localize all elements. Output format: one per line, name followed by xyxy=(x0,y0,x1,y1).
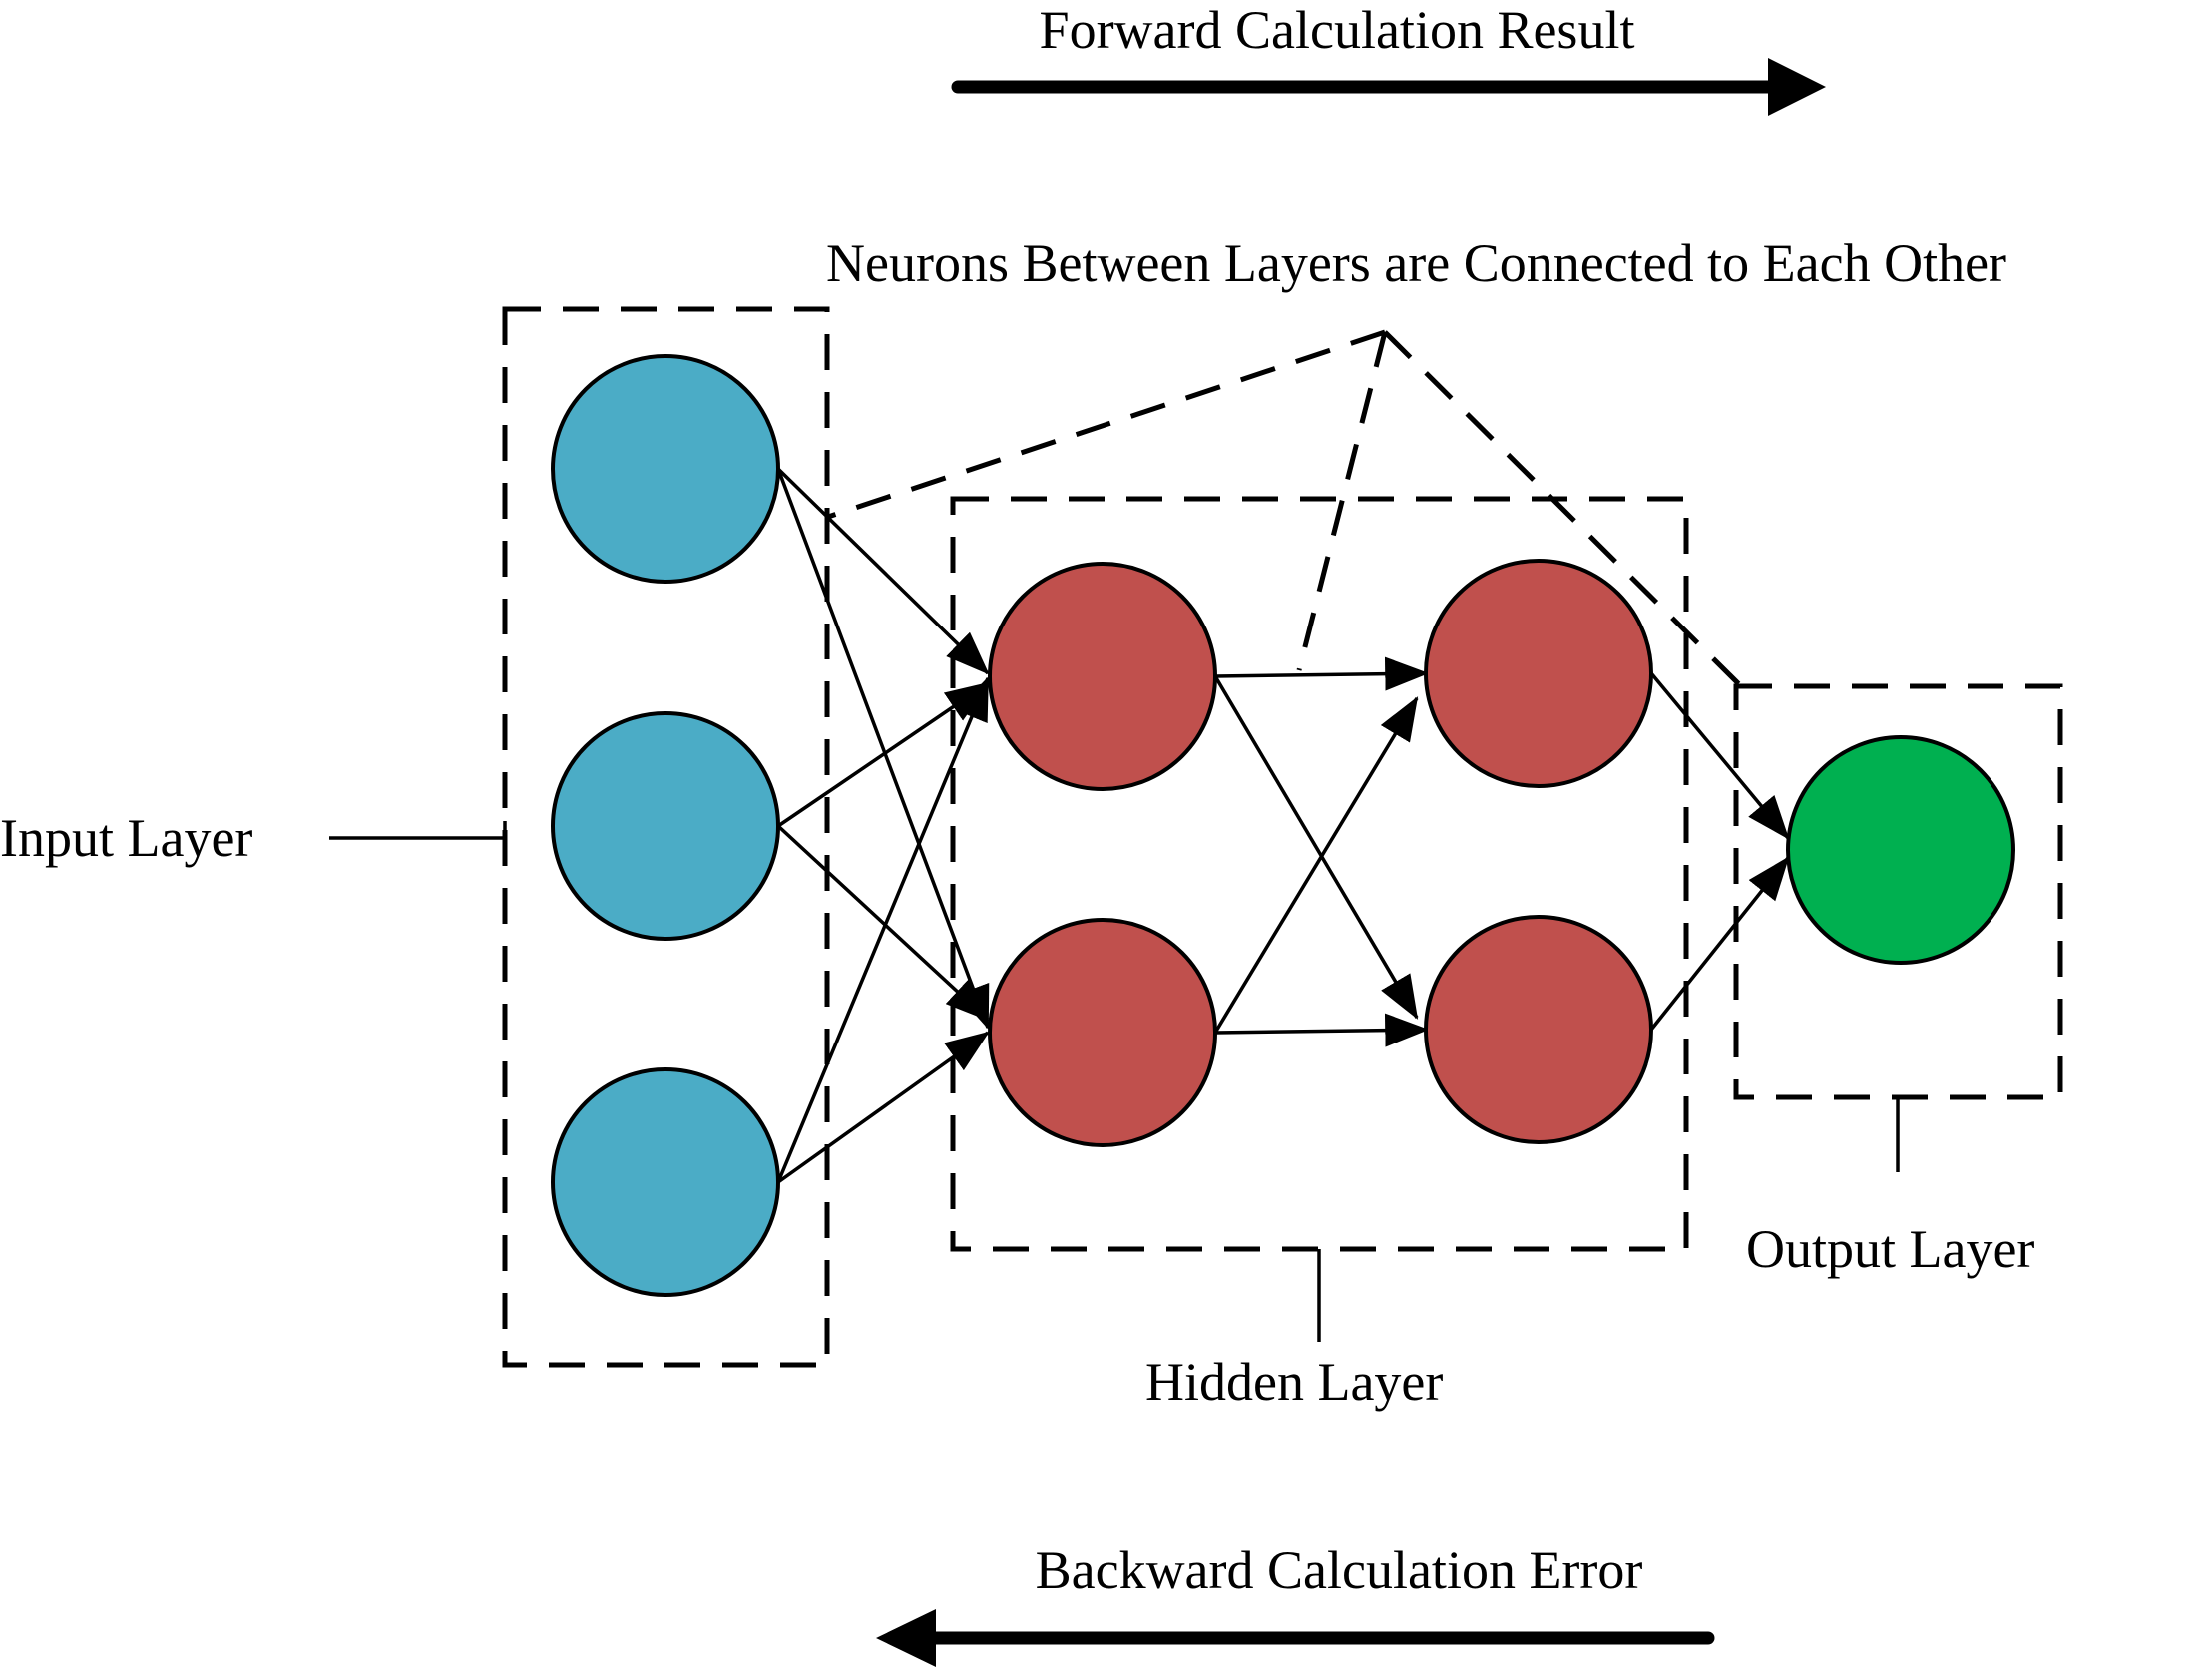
connections-hidden-to-output xyxy=(1649,671,1790,1032)
input-node-2 xyxy=(551,711,780,941)
forward-label: Forward Calculation Result xyxy=(1040,0,1635,60)
hidden-node-1-2 xyxy=(988,918,1217,1147)
hidden-node-2-2 xyxy=(1424,915,1653,1144)
backward-label: Backward Calculation Error xyxy=(1036,1540,1643,1600)
neurons-connected-label: Neurons Between Layers are Connected to … xyxy=(826,233,2006,293)
hidden-node-2-1 xyxy=(1424,559,1653,788)
neurons-connected-callout xyxy=(827,329,1743,688)
output-layer-label: Output Layer xyxy=(1746,1219,2034,1279)
output-node xyxy=(1786,735,2015,965)
connections-hidden-to-hidden xyxy=(1213,656,1430,1047)
input-node-1 xyxy=(551,354,780,584)
hidden-node-1-1 xyxy=(988,562,1217,791)
hidden-layer-box xyxy=(950,496,1689,1252)
input-node-3 xyxy=(551,1067,780,1297)
connections-input-to-hidden xyxy=(776,467,990,1184)
hidden-layer-label: Hidden Layer xyxy=(1145,1352,1443,1412)
forward-arrowhead xyxy=(1768,58,1826,116)
input-layer-label: Input Layer xyxy=(0,808,252,868)
backward-arrowhead xyxy=(876,1609,936,1667)
